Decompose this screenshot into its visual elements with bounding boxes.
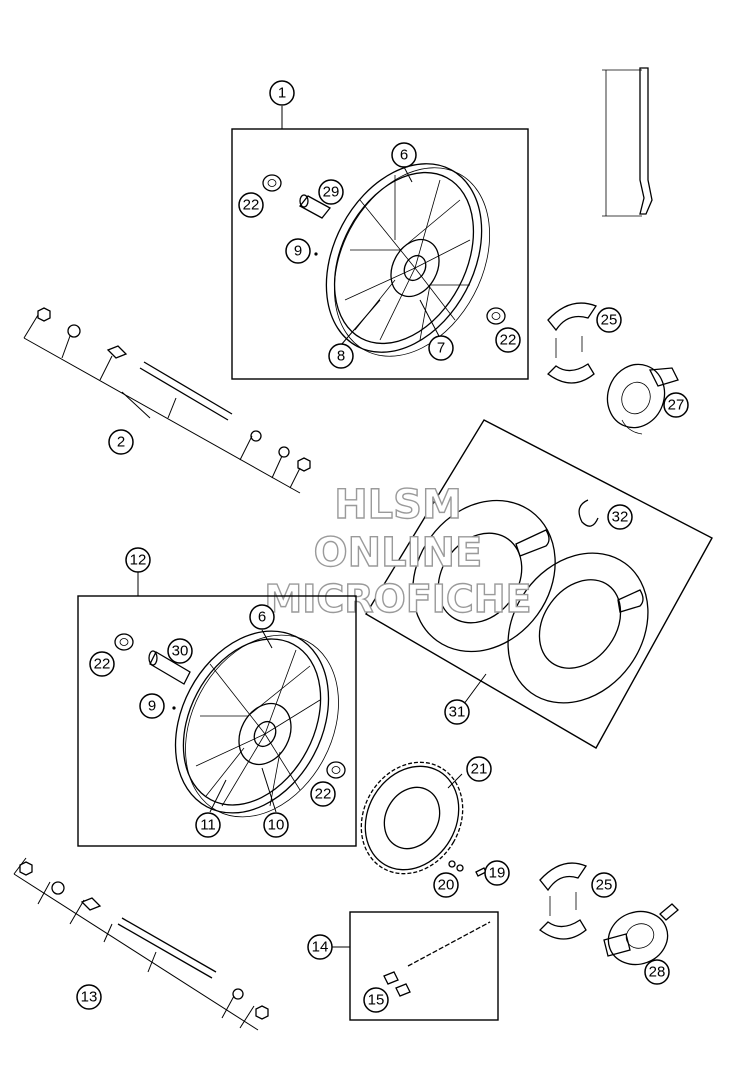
callout-8: 8 [328,343,354,369]
callout-14: 14 [307,934,333,960]
callout-19: 19 [484,860,510,886]
callout-21: 21 [466,756,492,782]
svg-text:6: 6 [258,609,266,626]
callouts: 1 6 29 22 9 22 7 8 25 27 2 32 12 6 30 22… [76,80,689,1013]
callout-22b: 22 [495,327,521,353]
svg-text:13: 13 [81,989,98,1006]
axle-icon [19,861,269,1020]
callout-13: 13 [76,984,102,1010]
gasket-panel [365,419,713,749]
brake-plate-icon [603,903,679,966]
callout-9a: 9 [285,238,311,264]
callout-30: 30 [167,638,193,664]
callout-6a: 6 [391,142,417,168]
svg-text:9: 9 [294,243,302,260]
svg-text:31: 31 [449,704,466,721]
axle-icon [37,307,311,472]
svg-text:30: 30 [172,643,189,660]
spoked-wheel-icon [325,163,491,357]
front-wheel-frame [231,128,529,380]
svg-text:9: 9 [148,698,156,715]
svg-text:15: 15 [368,992,385,1009]
svg-text:1: 1 [278,85,286,102]
callout-31: 31 [444,699,470,725]
circlip-icon [578,499,599,527]
svg-text:8: 8 [337,348,345,365]
svg-text:19: 19 [489,865,506,882]
rear-axle-assembly [13,857,269,1031]
svg-text:25: 25 [601,312,618,329]
callout-1: 1 [269,80,295,106]
callout-22d: 22 [310,781,336,807]
callout-25b: 25 [591,872,617,898]
bearing-icon [114,633,346,779]
svg-text:29: 29 [323,184,340,201]
svg-text:22: 22 [500,332,517,349]
callout-20: 20 [433,872,459,898]
svg-text:32: 32 [612,509,629,526]
callout-7: 7 [428,335,454,361]
callout-10: 10 [263,812,289,838]
spoke-icon [602,67,653,217]
front-axle-assembly [23,307,311,494]
gasket-icon [412,499,649,704]
callout-9b: 9 [139,693,165,719]
chain-assembly [332,911,499,1021]
watermark-line3: MICROFICHE [264,577,531,621]
chain-frame [349,911,499,1021]
svg-text:6: 6 [400,147,408,164]
watermark-line1: HLSM [334,482,462,528]
spacer-icon [299,194,331,219]
svg-text:2: 2 [117,434,125,451]
callout-2: 2 [108,429,134,455]
svg-text:14: 14 [312,939,329,956]
bearing-icon [262,174,506,325]
watermark: HLSM ONLINE MICROFICHE [264,481,533,621]
callout-22a: 22 [238,192,264,218]
svg-text:22: 22 [243,197,260,214]
svg-text:10: 10 [268,817,285,834]
spoked-wheel-icon [174,630,339,818]
svg-text:7: 7 [437,340,445,357]
rear-wheel-assembly [77,572,357,847]
callout-22c: 22 [89,651,115,677]
spacer-icon [148,650,191,685]
callout-25a: 25 [596,307,622,333]
chain-icon [383,921,491,997]
brake-shoe-icon [547,302,597,384]
svg-text:25: 25 [596,877,613,894]
svg-text:22: 22 [94,656,111,673]
callout-11: 11 [195,812,221,838]
callout-12: 12 [125,547,151,573]
front-wheel-assembly [231,106,529,380]
svg-text:12: 12 [130,552,147,569]
svg-text:22: 22 [315,786,332,803]
svg-text:28: 28 [649,964,666,981]
watermark-line2: ONLINE [314,530,483,576]
callout-29: 29 [318,179,344,205]
svg-text:27: 27 [668,397,685,414]
brake-shoe-icon [539,862,587,940]
svg-text:20: 20 [438,877,455,894]
callout-28: 28 [644,959,670,985]
svg-text:11: 11 [200,817,216,834]
callout-27: 27 [663,392,689,418]
svg-text:21: 21 [471,761,488,778]
callout-32: 32 [607,504,633,530]
sprocket-icon [360,761,464,875]
sprocket-bolts-icon [448,860,487,877]
brake-plate-icon [606,363,679,435]
callout-15: 15 [363,987,389,1013]
rear-wheel-frame [77,595,357,847]
callout-6b: 6 [249,604,275,630]
